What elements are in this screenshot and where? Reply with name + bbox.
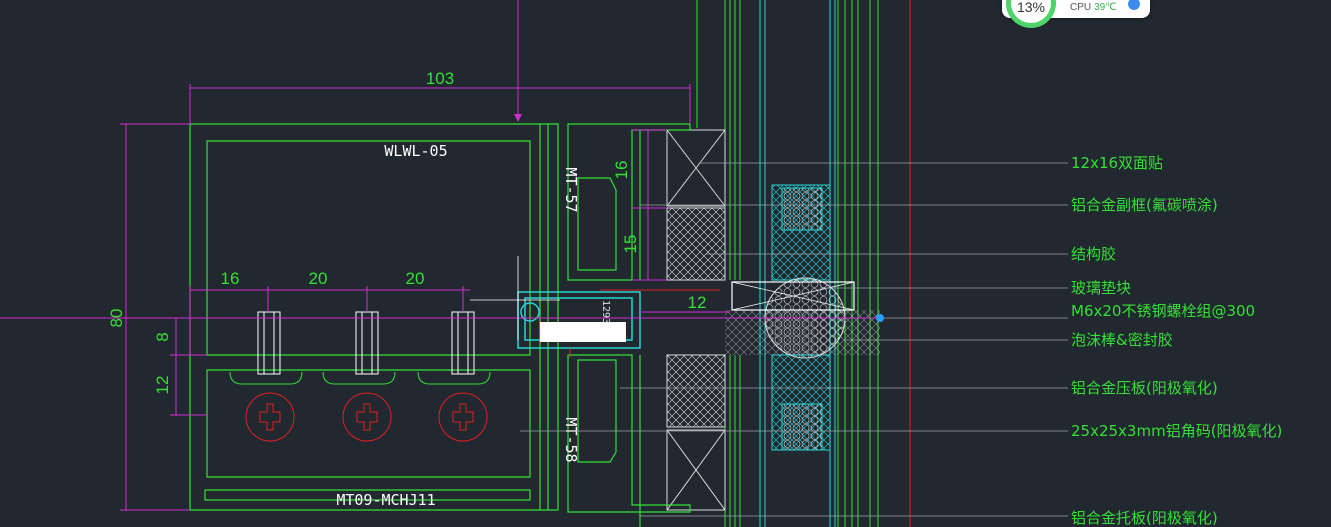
- structural-glue-bottom: [666, 354, 726, 428]
- dim-slot-height: 12: [153, 376, 172, 395]
- bolt-marker: [876, 314, 884, 322]
- bolt-2: [355, 311, 379, 375]
- sealant: [725, 310, 880, 355]
- glass-spacer-bottom: [771, 354, 831, 451]
- screw-head-3: [438, 392, 488, 442]
- callout-angle-bracket: 25x25x3mm铝角码(阳极氧化): [1071, 422, 1282, 440]
- dim-tape-height: 16: [612, 161, 631, 180]
- dim-bolt-spacing-1: 16: [221, 269, 240, 288]
- dim-bolt-spacing-3: 20: [406, 269, 425, 288]
- callout-structural-glue: 结构胶: [1071, 245, 1116, 263]
- setting-block-cross: [731, 281, 855, 311]
- main-mullion-profile: [189, 123, 559, 511]
- profile-code-vertical-1: MT-57: [562, 167, 580, 212]
- callout-leaders: [520, 162, 1068, 517]
- tape-block: [666, 129, 726, 207]
- screw-head-1: [245, 392, 295, 442]
- dimension-lines: [120, 0, 730, 511]
- profile-code-top: WLWL-05: [384, 142, 447, 160]
- cpu-expand-icon[interactable]: [1128, 0, 1140, 10]
- cpu-temperature: 39℃: [1094, 2, 1117, 13]
- dim-joint-gap: 12: [688, 293, 707, 312]
- dim-slot-depth: 8: [153, 332, 172, 341]
- cpu-label: CPU: [1070, 2, 1092, 13]
- callout-double-sided-tape: 12x16双面贴: [1071, 154, 1163, 172]
- profile-code-vertical-2: MT-58: [562, 417, 580, 462]
- profile-code-small: 1293: [600, 300, 611, 324]
- glass-block-white: [540, 322, 626, 342]
- bolt-3: [451, 311, 475, 375]
- dim-sub-frame-height: 15: [621, 235, 640, 254]
- dim-bolt-spacing-2: 20: [309, 269, 328, 288]
- callout-support-plate: 铝合金托板(阳极氧化): [1071, 509, 1218, 527]
- bolt-1: [257, 311, 281, 375]
- callout-sub-frame: 铝合金副框(氟碳喷涂): [1071, 196, 1218, 214]
- tape-block-bottom: [666, 429, 726, 511]
- callout-foam-sealant: 泡沫棒&密封胶: [1071, 331, 1173, 349]
- profile-code-bottom: MT09-MCHJ11: [336, 491, 435, 509]
- dim-overall-height: 80: [107, 309, 126, 328]
- callout-setting-block: 玻璃垫块: [1071, 279, 1131, 297]
- structural-glue-top: [666, 207, 726, 281]
- screw-head-2: [342, 392, 392, 442]
- dim-overall-width: 103: [426, 69, 454, 88]
- bolt-slots: [229, 371, 491, 385]
- callout-bolt-group: M6x20不锈钢螺栓组@300: [1071, 302, 1255, 320]
- glass-spacer-top: [771, 184, 831, 281]
- cpu-percent: 13%: [1016, 0, 1046, 15]
- callout-pressure-plate: 铝合金压板(阳极氧化): [1071, 379, 1218, 397]
